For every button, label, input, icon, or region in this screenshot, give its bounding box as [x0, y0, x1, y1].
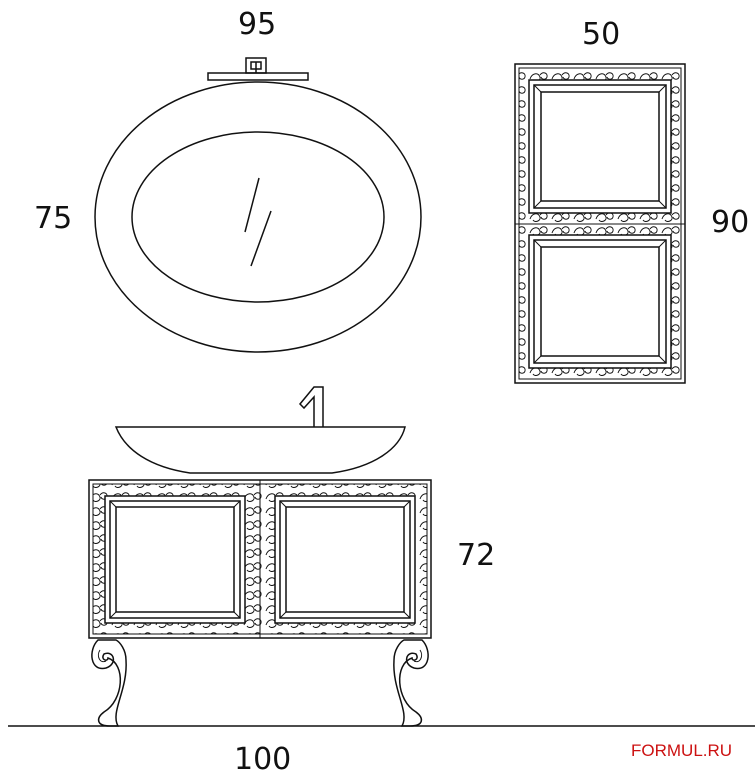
left-leg	[91, 639, 127, 727]
vanity-cabinet	[88, 479, 432, 639]
oval-mirror	[94, 81, 422, 353]
cabinet-width-label: 50	[582, 17, 621, 52]
vanity-height-label: 72	[457, 538, 496, 573]
vanity-width-label: 100	[234, 742, 292, 777]
mirror-height-label: 75	[34, 201, 73, 236]
mirror-lamp	[207, 57, 309, 81]
right-leg	[393, 639, 429, 727]
cabinet-height-label: 90	[711, 205, 750, 240]
faucet	[298, 386, 324, 429]
wall-cabinet	[514, 63, 686, 384]
mirror-width-label: 95	[238, 7, 277, 42]
watermark-text: FORMUL.RU	[631, 741, 733, 760]
basin	[114, 426, 406, 474]
